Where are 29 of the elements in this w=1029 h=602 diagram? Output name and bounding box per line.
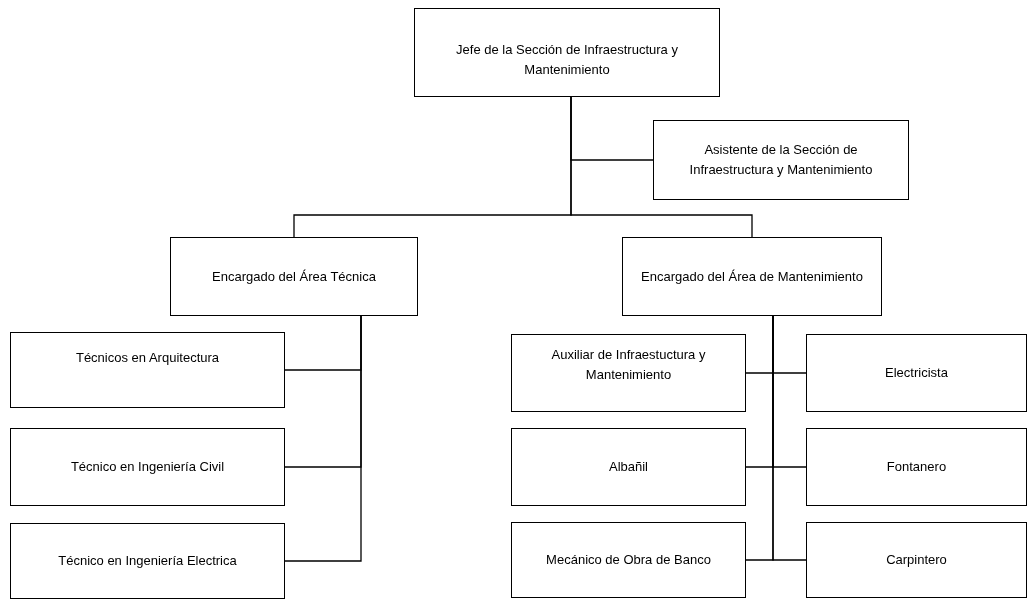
position-box bbox=[10, 332, 285, 408]
position-title: Carpintero bbox=[886, 551, 947, 569]
position-box bbox=[806, 428, 1027, 506]
connector-line bbox=[772, 315, 807, 561]
position-box bbox=[806, 522, 1027, 598]
position-box bbox=[170, 237, 418, 316]
position-title: Asistente de la Sección de Infraestructura y Mantenimiento bbox=[688, 141, 874, 179]
position-title: Mecánico de Obra de Banco bbox=[546, 551, 711, 569]
position-box bbox=[806, 334, 1027, 412]
position-title: Técnico en Ingeniería Electrica bbox=[58, 552, 237, 570]
position-title: Electricista bbox=[885, 364, 948, 382]
position-box bbox=[10, 428, 285, 506]
position-title: Encargado del Área Técnica bbox=[212, 267, 376, 286]
position-box bbox=[511, 522, 746, 598]
position-box bbox=[414, 8, 720, 97]
position-title: Encargado del Área de Mantenimiento bbox=[641, 267, 863, 286]
position-title: Técnico en Ingeniería Civil bbox=[70, 458, 225, 476]
position-title: Jefe de la Sección de Infraestructura y Mantenimiento bbox=[455, 40, 679, 79]
position-title: Albañil bbox=[609, 458, 648, 476]
position-box bbox=[622, 237, 882, 316]
connector-line bbox=[570, 96, 753, 238]
position-title: Auxiliar de Infraestuctura y Mantenimiento bbox=[550, 346, 707, 384]
position-title: Fontanero bbox=[886, 458, 947, 476]
position-box bbox=[653, 120, 909, 200]
position-box bbox=[511, 428, 746, 506]
position-title: Técnicos en Arquitectura bbox=[75, 349, 220, 367]
connector-line bbox=[284, 315, 362, 562]
position-box bbox=[511, 334, 746, 412]
position-box bbox=[10, 523, 285, 599]
